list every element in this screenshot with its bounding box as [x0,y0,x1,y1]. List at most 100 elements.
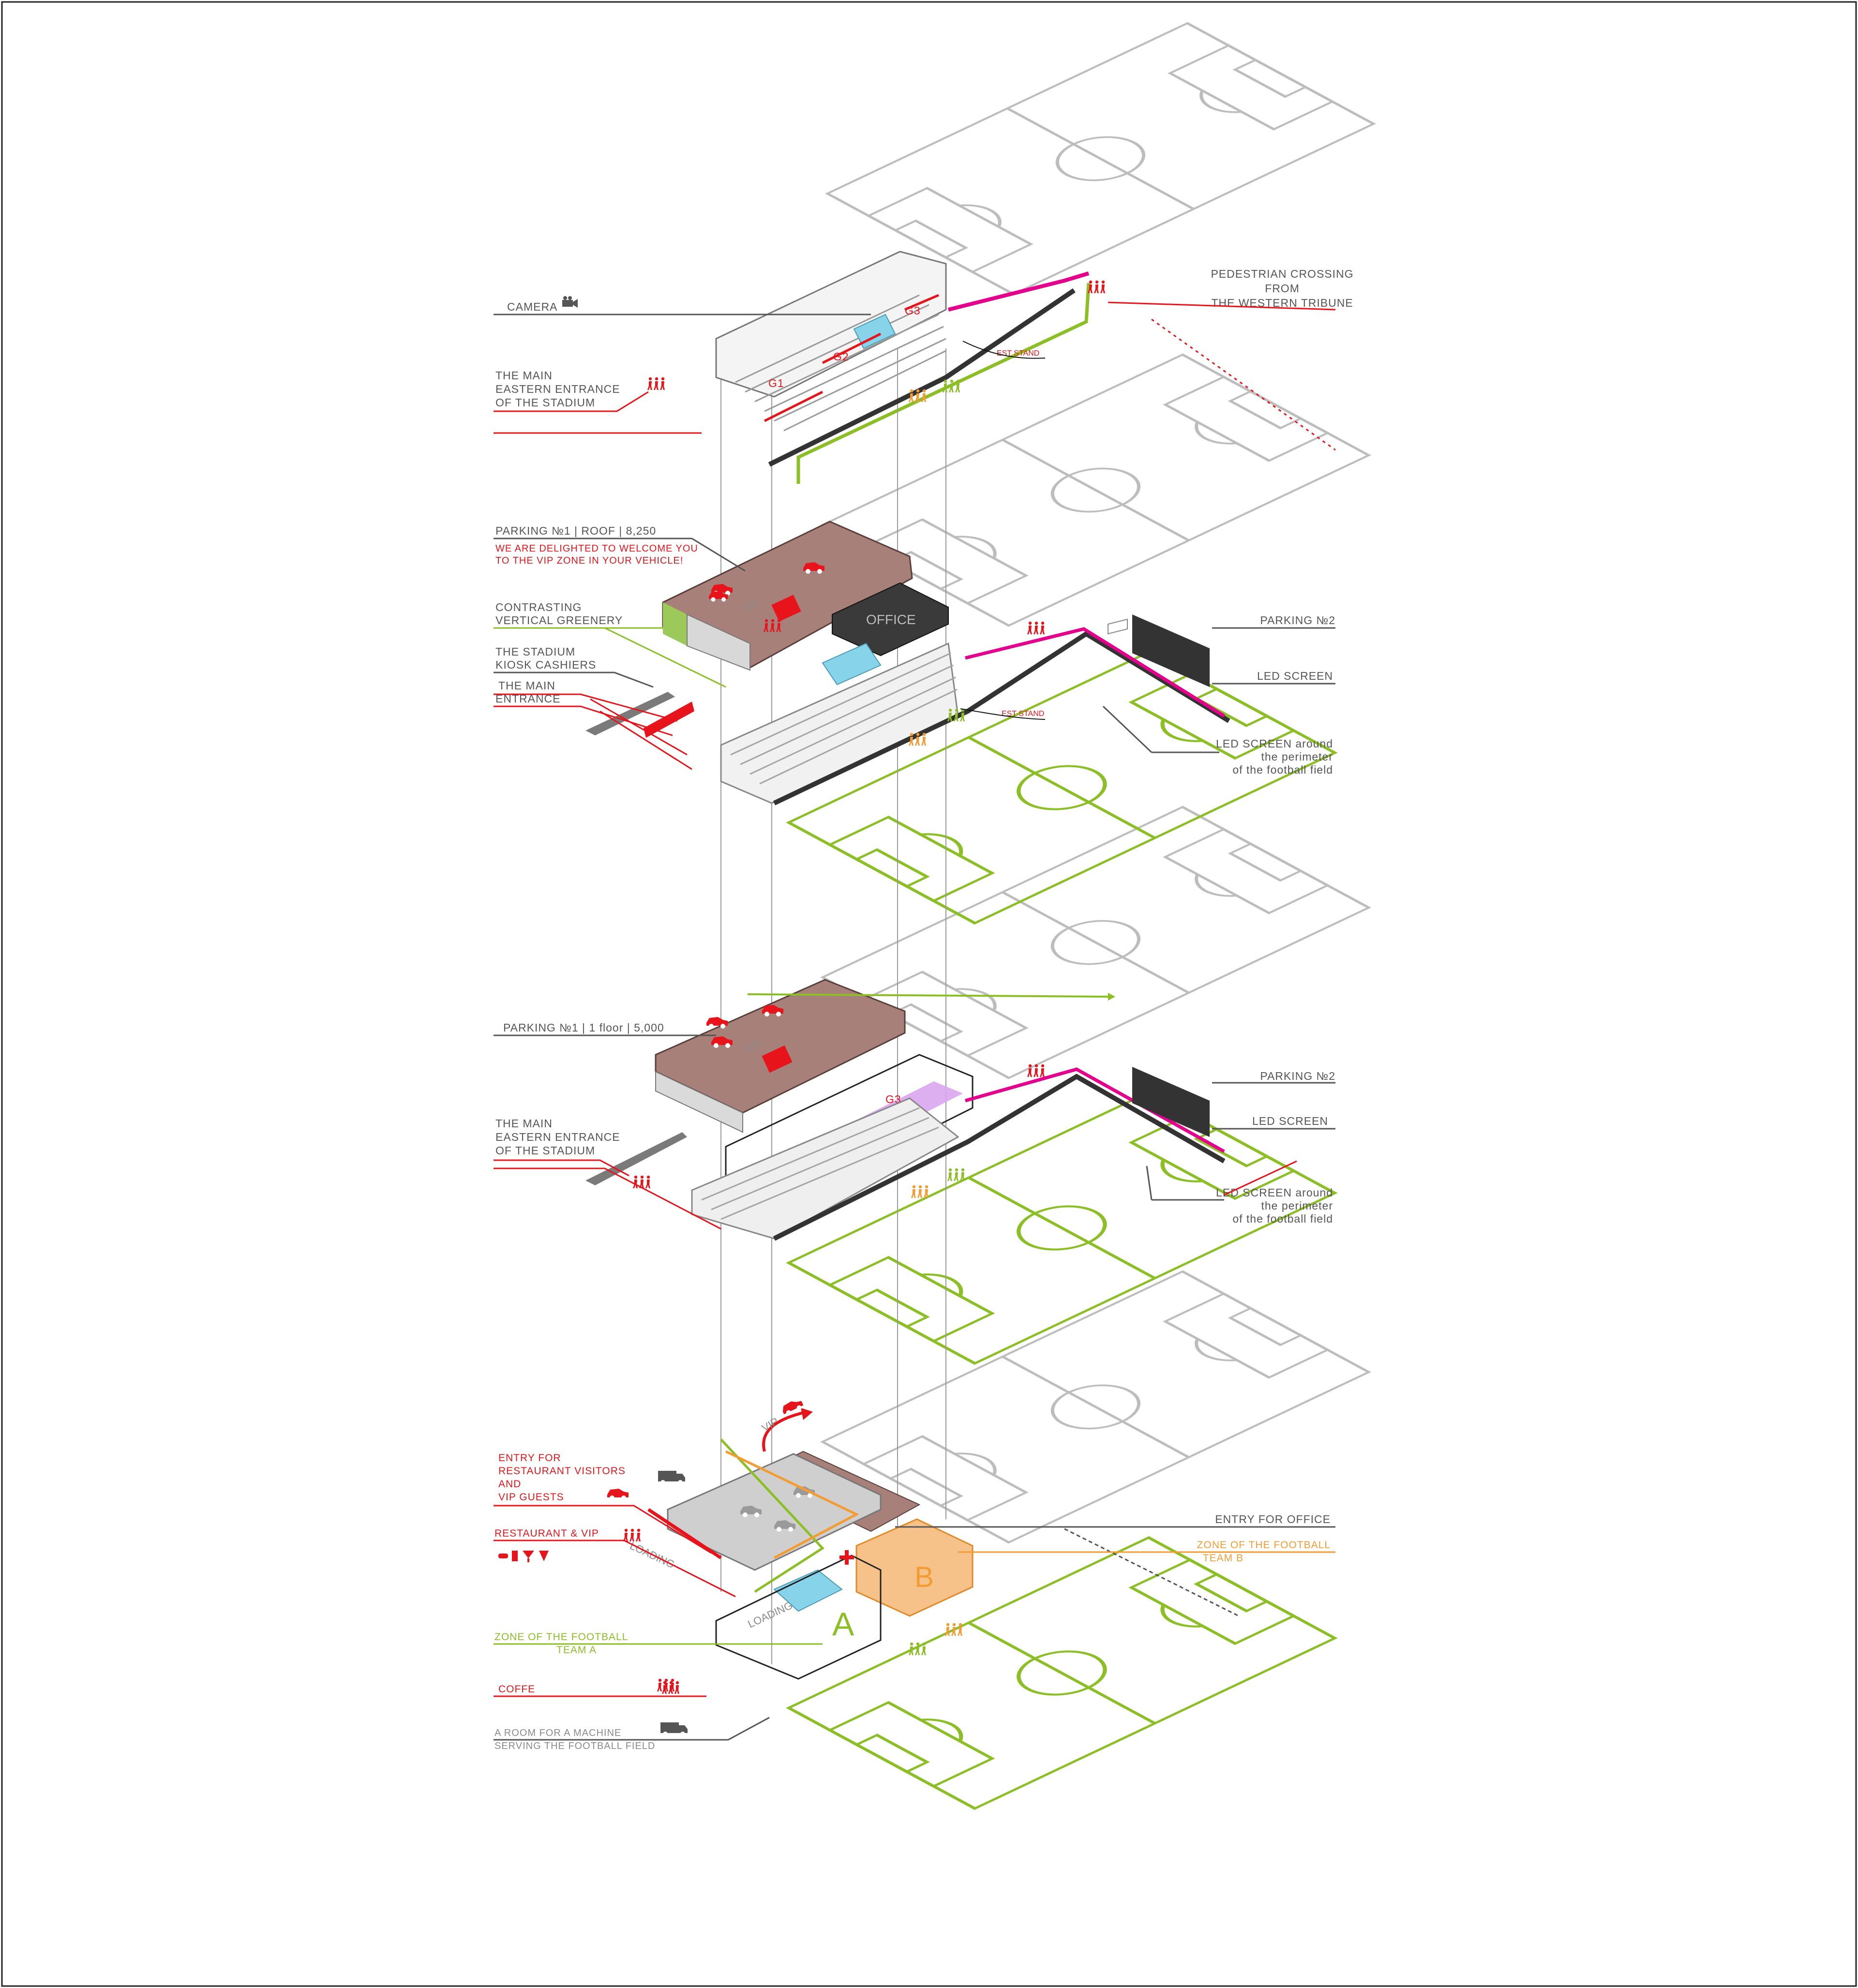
stand-edge-1f [773,1074,1226,1241]
entrance-top-line-1: THE MAIN [495,369,553,382]
pool-blue-mid [822,643,882,686]
pedestrian-group-icon [947,1168,965,1181]
level-roof-stands: G1 G2 G3 [647,251,1105,467]
parking-1f-callout: PARKING №1 | 1 floor | 5,000 [494,1021,716,1036]
est-stand-label-mid: EST STAND [1002,710,1044,718]
est-stand-pointer-mid [960,708,1046,720]
zone-b-line-1: ZONE OF THE FOOTBALL [1197,1540,1331,1551]
stand-frame-top [715,251,947,398]
restaurant-vip-callout: RESTAURANT & VIP [494,1528,736,1598]
pedestrian-group-icon [1027,1064,1045,1077]
pedestrian-group-icon [911,1185,929,1198]
entrance-1f-line-1: THE MAIN [495,1117,553,1130]
main-entrance-callout-1f: THE MAIN EASTERN ENTRANCE OF THE STADIUM [494,1117,721,1230]
pedestrian-line-2: FROM [1265,282,1300,295]
parking-roof-callout: PARKING №1 | ROOF | 8,250 WE ARE DELIGHT… [494,524,746,572]
restaurant-entry-line-1: ENTRY FOR [498,1452,561,1464]
zone-a-line-1: ZONE OF THE FOOTBALL [494,1631,628,1643]
machine-room-line-2: SERVING THE FOOTBALL FIELD [494,1741,655,1751]
arrow-icon [801,1408,813,1420]
led-screen-board-mid [1132,614,1210,687]
entrance-top-line-3: OF THE STADIUM [495,396,595,409]
video-camera-icon [562,296,578,308]
led-screen-board-1f [1132,1067,1210,1137]
led-perimeter-1f-line-2: the perimeter [1261,1199,1333,1212]
stand-ground-edge [768,288,1076,467]
truck-icon [660,1722,688,1736]
zone-a-letter: A [832,1606,854,1643]
pedestrian-group-icon [633,1175,650,1188]
led-perimeter-mid-line-2: the perimeter [1261,750,1333,763]
green-arrow-1f [747,993,1109,998]
zone-team-a-callout: ZONE OF THE FOOTBALL TEAM A [494,1631,823,1656]
zone-b-line-2: TEAM B [1203,1553,1244,1564]
level-first-floor: VIP G1 G2 G3 [585,979,1226,1241]
est-stand-label-top: EST STAND [997,349,1039,358]
restaurant-entry-line-4: VIP GUESTS [498,1492,564,1503]
restaurant-vip-label: RESTAURANT & VIP [494,1528,599,1539]
gate-g1-label: G1 [768,377,784,389]
zone-team-b-callout: ZONE OF THE FOOTBALL TEAM B [958,1540,1335,1564]
kiosk-line-1: THE STADIUM [495,645,575,658]
camera-label: CAMERA [507,300,557,313]
kiosk-red-bar [644,702,694,738]
red-circulation-arrows-top [764,294,939,422]
welcome-line-1: WE ARE DELIGHTED TO WELCOME YOU [495,543,698,554]
parking2-mid-label: PARKING №2 [1260,614,1335,627]
office-block [832,582,949,657]
led-perimeter-1f-line-3: of the football field [1232,1212,1333,1225]
coffee-callout: COFFE [494,1681,706,1697]
zone-b-letter: B [914,1561,934,1593]
pedestrian-group-icon [1088,280,1105,293]
vip-box-blue [853,314,896,349]
main-entrance-callout-mid: THE MAIN ENTRANCE [494,679,692,770]
entry-office-callout: ENTRY FOR OFFICE [895,1513,1335,1528]
level-parking-roof: OFFICE VIP [585,521,1230,806]
pedestrian-group-icon [1027,621,1045,634]
food-icon [498,1551,549,1562]
parking-roof-facade [687,613,750,671]
led-perimeter-1f-line-1: LED SCREEN around [1216,1186,1333,1199]
pedestrian-line-1: PEDESTRIAN CROSSING [1211,268,1353,280]
magenta-route-mid [965,627,1225,717]
vertical-greenery-wall [663,602,687,646]
pedestrian-group-icon [909,732,926,746]
restaurant-entry-callout: ENTRY FOR RESTAURANT VISITORS AND VIP GU… [494,1452,712,1554]
vip-arrow-ground [762,1411,804,1452]
team-b-zone [855,1518,974,1617]
pedestrian-group-icon [943,379,960,392]
parking-roof-title: PARKING №1 | ROOF | 8,250 [495,524,656,537]
entrance-1f-line-3: OF THE STADIUM [495,1144,595,1157]
led-screen-mid-label: LED SCREEN [1257,670,1333,682]
pedestrian-group-icon [623,1528,641,1541]
pedestrian-group-icon [909,1642,926,1655]
kiosk-callout: THE STADIUM KIOSK CASHIERS [494,645,654,688]
led-perimeter-mid-line-3: of the football field [1232,763,1333,776]
restaurant-entry-line-3: AND [498,1479,521,1490]
parking-ground-slab [667,1453,882,1571]
office-label: OFFICE [866,612,916,627]
pool-blue-ground [773,1569,843,1612]
pedestrian-crossing-callout: PEDESTRIAN CROSSING FROM THE WESTERN TRI… [1108,268,1353,451]
vip-label-ground: VIP [760,1415,780,1434]
stand-seating-rows [735,294,946,432]
main-eastern-entrance-top: THE MAIN EASTERN ENTRANCE OF THE STADIUM [494,369,702,434]
ground-perimeter [1064,1528,1239,1617]
gate-g2-label: G2 [833,350,849,363]
vip-pad-1f [762,1045,793,1073]
greenery-callout: CONTRASTING VERTICAL GREENERY [494,601,726,688]
entry-office-label: ENTRY FOR OFFICE [1215,1513,1331,1525]
magenta-route-top [948,271,1090,312]
magenta-route-1f [965,1067,1225,1153]
parking-1f-facade [655,1071,743,1133]
main-entrance-mid-line-1: THE MAIN [498,679,555,692]
entrance-top-line-2: EASTERN ENTRANCE [495,383,620,395]
stands-lower-mid-rows [730,652,958,785]
pitch-gray-3 [823,807,1369,1078]
led-perimeter-mid-line-1: LED SCREEN around [1216,737,1333,750]
parking2-1f-label: PARKING №2 [1260,1070,1335,1082]
green-boundary-top [796,283,1091,484]
machine-room-callout: A ROOM FOR A MACHINE SERVING THE FOOTBAL… [494,1717,770,1751]
led-screen-1f-label: LED SCREEN [1252,1115,1328,1127]
